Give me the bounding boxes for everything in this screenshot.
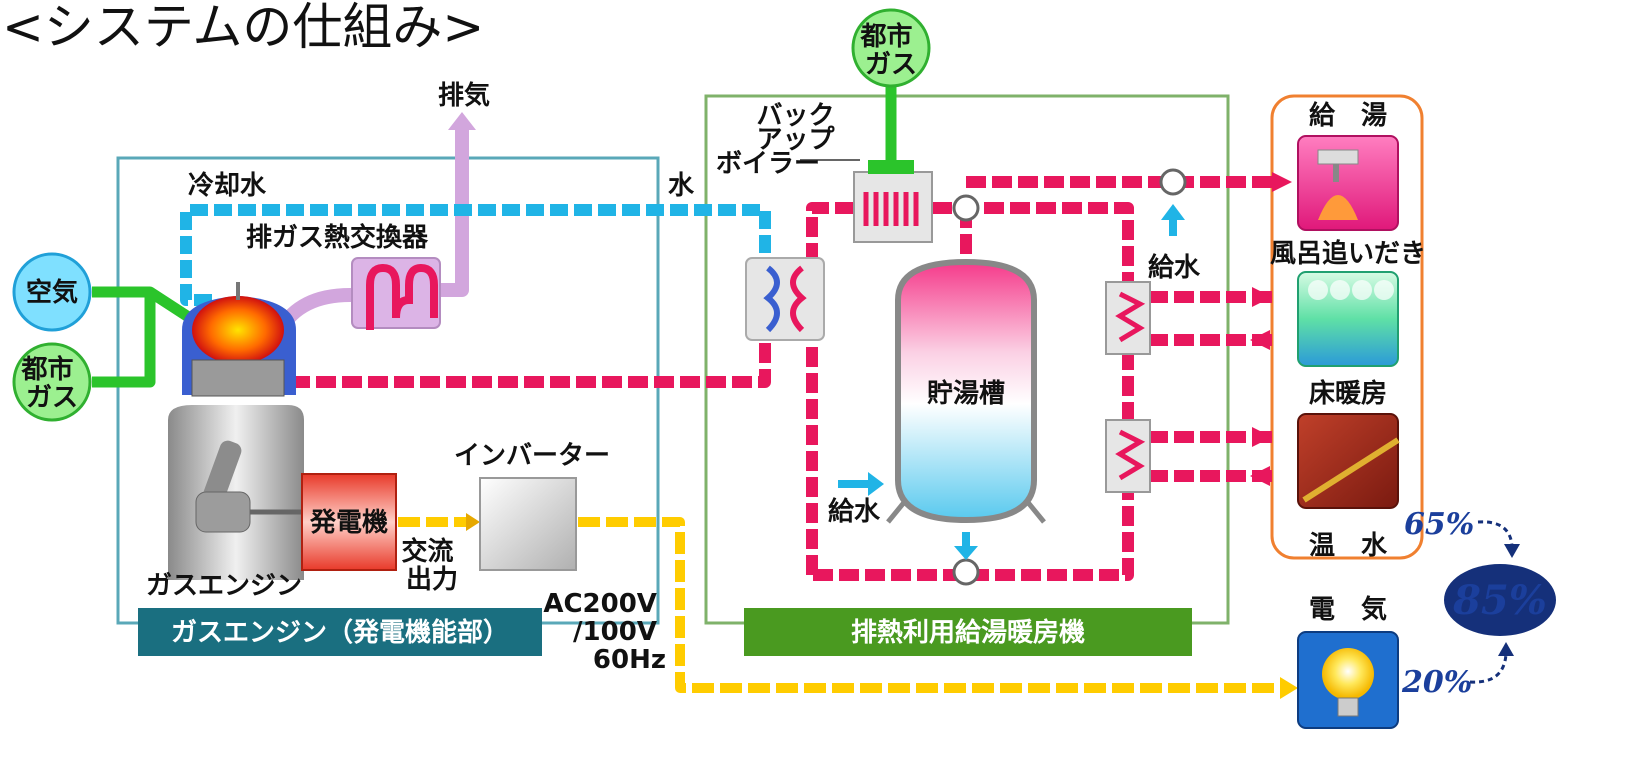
- city-gas-top-line1: 都市: [859, 21, 912, 52]
- gas-pipes: [92, 82, 897, 388]
- exhaust-gas-heat-exchanger: [351, 257, 441, 330]
- backup-boiler-line1: バック: [756, 101, 834, 131]
- bath-reheat-icon: [1297, 271, 1399, 367]
- hot-water-supply-icon: [1297, 135, 1399, 231]
- heat-efficiency-value: 65%: [1404, 507, 1474, 542]
- tank-drain-arrow: [954, 532, 978, 560]
- backup-boiler-line2: アップ: [756, 125, 835, 155]
- voltage-line3: 60Hz: [593, 645, 666, 675]
- water-label: 水: [668, 171, 695, 201]
- city-gas-left-line1: 都市: [20, 354, 73, 385]
- backup-boiler: [853, 160, 933, 243]
- city-gas-top-label: 都市 ガス: [859, 21, 921, 80]
- heat-unit-label-bg: [744, 608, 1192, 656]
- backup-boiler-line3: ボイラー: [716, 149, 820, 179]
- gas-engine-graphic: [168, 282, 304, 580]
- generator-box: [301, 473, 397, 571]
- heat-efficiency-arrowhead: [1504, 544, 1520, 558]
- tank-inlet-arrow: [838, 472, 884, 496]
- exhaust-arrow: [448, 112, 476, 130]
- air-badge: [12, 252, 92, 332]
- exhaust-label: 排気: [438, 80, 490, 111]
- city-gas-top-badge: [851, 8, 931, 88]
- diagram-title: <システムの仕組み>: [2, 0, 484, 56]
- inverter-box: [479, 477, 577, 571]
- engine-unit-label-bg: [138, 608, 542, 656]
- secondary-heat-exchangers: [1105, 281, 1151, 493]
- water-supply-arrow: [1161, 204, 1185, 236]
- power-efficiency-arrowhead: [1498, 642, 1514, 656]
- water-supply-right-label: 給水: [1148, 252, 1201, 283]
- pipe-arrows: [1250, 172, 1292, 486]
- voltage-line2: /100V: [573, 617, 657, 647]
- power-arrow: [1280, 677, 1298, 699]
- air-label: 空気: [26, 277, 78, 308]
- gas-engine-label: ガスエンジン: [146, 571, 302, 601]
- generator-label: 発電機: [309, 508, 388, 538]
- power-line: [398, 517, 1282, 693]
- cooling-water-label: 冷却水: [188, 170, 267, 201]
- power-efficiency-value: 20%: [1401, 665, 1472, 700]
- city-gas-left-badge: [12, 342, 92, 422]
- voltage-label: AC200V /100V 60Hz: [543, 589, 666, 675]
- hot-water-supply-label: 給 湯: [1309, 100, 1387, 131]
- engine-unit-label: ガスエンジン（発電機能部）: [171, 617, 509, 648]
- total-efficiency-badge: [1444, 564, 1556, 636]
- electricity-label: 電 気: [1309, 594, 1387, 625]
- ac-output-line1: 交流: [401, 536, 453, 567]
- hot-pipes: [290, 176, 1280, 581]
- output-frame: [1270, 94, 1424, 560]
- warm-water-label: 温 水: [1309, 531, 1388, 561]
- voltage-line1: AC200V: [543, 589, 657, 619]
- bath-reheat-label: 風呂追いだき: [1270, 238, 1426, 269]
- ac-output-line2: 出力: [406, 565, 458, 595]
- total-efficiency-value: 85%: [1452, 577, 1547, 624]
- cooling-water-pipe: [180, 204, 771, 306]
- storage-tank-label: 貯湯槽: [927, 378, 1005, 409]
- ac-output-label: 交流 出力: [401, 536, 462, 595]
- water-heat-exchanger: [745, 257, 825, 341]
- inverter-arrow: [466, 513, 480, 531]
- inverter-label: インバーター: [454, 441, 610, 471]
- city-gas-left-label: 都市 ガス: [20, 354, 82, 413]
- floor-heating-icon: [1297, 413, 1400, 509]
- electricity-icon: [1297, 631, 1399, 729]
- backup-boiler-label: バック アップ ボイラー: [716, 101, 844, 179]
- water-supply-tank-label: 給水: [828, 496, 881, 527]
- storage-tank: [886, 258, 1046, 524]
- heat-efficiency-arrow: [1477, 520, 1514, 547]
- heat-unit-label: 排熱利用給湯暖房機: [851, 617, 1085, 648]
- city-gas-top-line2: ガス: [865, 50, 917, 80]
- city-gas-left-line2: ガス: [26, 383, 78, 413]
- power-efficiency-arrow: [1469, 653, 1508, 684]
- floor-heating-label: 床暖房: [1309, 378, 1387, 409]
- exhaust-gas-hx-label: 排ガス熱交換器: [246, 222, 429, 253]
